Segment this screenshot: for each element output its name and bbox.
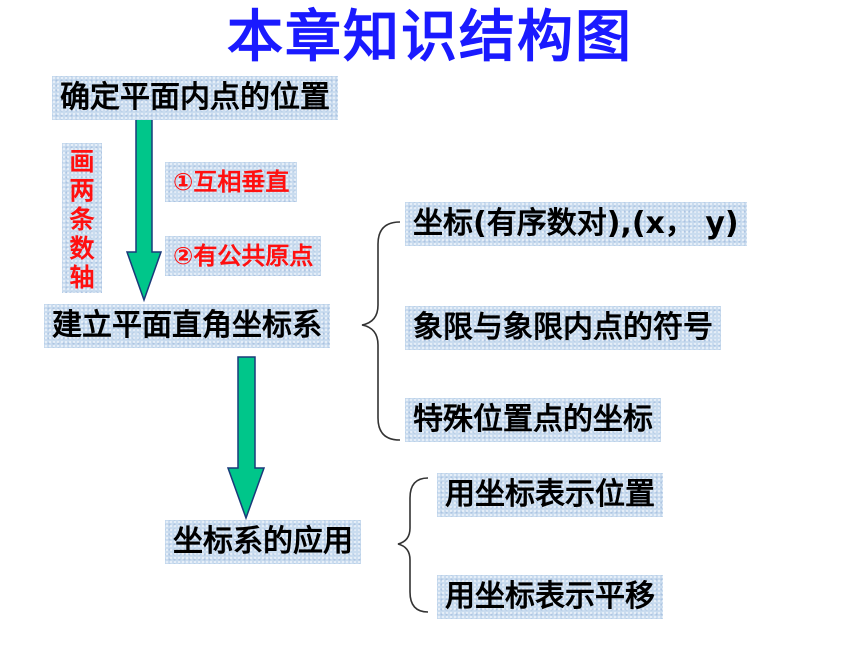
node-application: 坐标系的应用 bbox=[165, 520, 361, 564]
branch-special-points: 特殊位置点的坐标 bbox=[405, 398, 661, 442]
node-position: 确定平面内点的位置 bbox=[52, 76, 338, 120]
page-title: 本章知识结构图 bbox=[227, 5, 633, 70]
node-coordinate-system: 建立平面直角坐标系 bbox=[44, 304, 330, 348]
brace-application-branches bbox=[397, 477, 429, 613]
condition-common-origin: ②有公共原点 bbox=[165, 236, 321, 276]
condition-perpendicular: ①互相垂直 bbox=[165, 162, 297, 202]
arrow-down-2 bbox=[226, 356, 266, 521]
arrow-down-1 bbox=[125, 118, 163, 303]
branch-translation: 用坐标表示平移 bbox=[437, 575, 663, 619]
brace-system-branches bbox=[361, 221, 401, 441]
draw-axes-label: 画两条数轴 bbox=[62, 143, 102, 293]
branch-position: 用坐标表示位置 bbox=[437, 473, 663, 517]
branch-coordinates: 坐标(有序数对),(x， y) bbox=[405, 202, 747, 246]
branch-quadrants: 象限与象限内点的符号 bbox=[405, 306, 721, 350]
